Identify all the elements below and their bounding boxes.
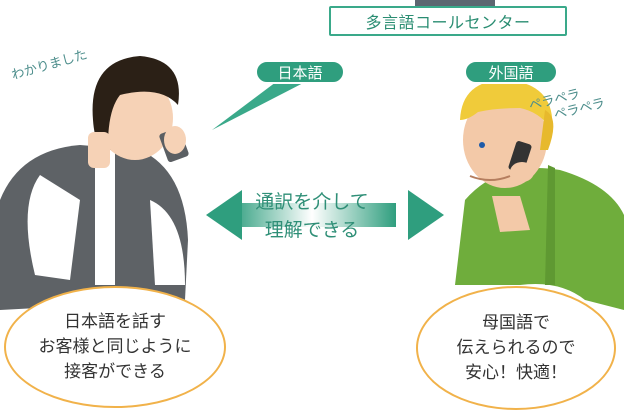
interpretation-caption: 通訳を介して 理解できる — [212, 188, 412, 244]
right-bubble-line-3: 安心！快適！ — [465, 362, 567, 383]
japanese-language-tag: 日本語 — [255, 60, 345, 84]
right-speech-bubble: 母国語で 伝えられるので 安心！快適！ — [416, 286, 616, 410]
man-figure — [455, 79, 624, 310]
left-bubble-line-3: 接客ができる — [64, 361, 166, 382]
interpretation-line-2: 理解できる — [264, 219, 360, 241]
woman-figure — [0, 56, 189, 310]
foreign-language-tag: 外国語 — [464, 60, 558, 84]
right-bubble-line-1: 母国語で — [482, 312, 550, 333]
left-speech-bubble: 日本語を話す お客様と同じように 接客ができる — [4, 286, 226, 408]
left-bubble-line-2: お客様と同じように — [38, 336, 192, 357]
call-center-label: 多言語コールセンター — [329, 6, 567, 36]
left-bubble-line-1: 日本語を話す — [64, 311, 166, 332]
bidirectional-arrow — [206, 190, 444, 240]
right-bubble-line-2: 伝えられるので — [456, 337, 576, 358]
call-center-stand — [415, 0, 495, 6]
interpretation-line-1: 通訳を介して — [255, 191, 369, 213]
